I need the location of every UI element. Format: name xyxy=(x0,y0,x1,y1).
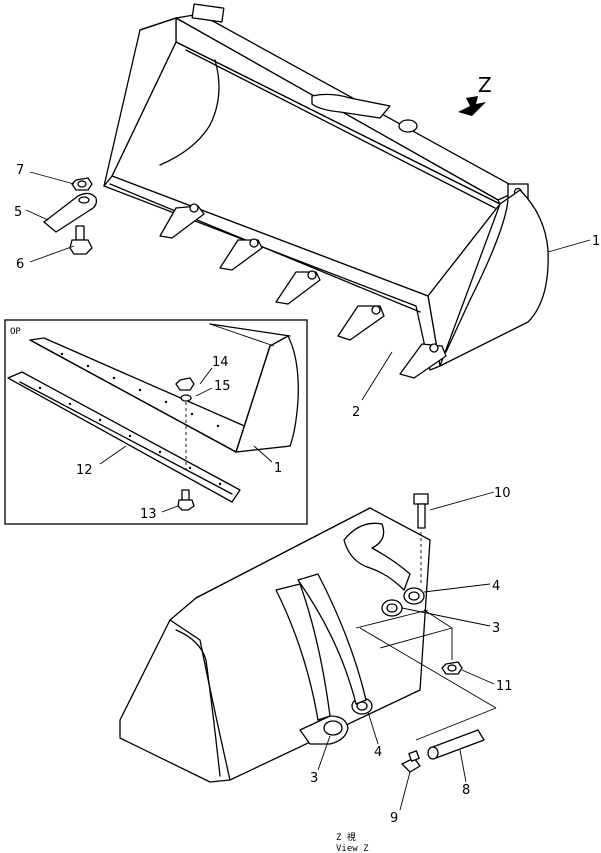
callout-15: 15 xyxy=(214,379,231,394)
bucket-tooth xyxy=(275,270,321,305)
callout-6: 6 xyxy=(16,257,24,272)
part-3-lug-top xyxy=(381,599,403,617)
part-13-bolt xyxy=(177,489,195,511)
callout-2: 2 xyxy=(352,405,360,420)
callout-3-bottom: 3 xyxy=(310,771,318,786)
part-11-nut xyxy=(441,661,463,675)
inset-bucket-side xyxy=(235,335,299,453)
callout-12: 12 xyxy=(76,463,93,478)
part-8-pin xyxy=(427,729,485,760)
callout-4-bottom: 4 xyxy=(374,745,382,760)
hanger-tab xyxy=(191,3,225,23)
part-7-nut xyxy=(71,177,93,191)
bucket-main xyxy=(103,3,549,379)
callout-11: 11 xyxy=(496,679,513,694)
part-6-bolt xyxy=(69,225,93,255)
back-bracket xyxy=(311,93,391,119)
callout-10: 10 xyxy=(494,486,511,501)
part-4-boss-top xyxy=(403,587,425,605)
callout-3-top: 3 xyxy=(492,621,500,636)
bucket-view-z xyxy=(119,493,497,783)
bucket-tooth xyxy=(159,203,205,239)
caption-line-2: View Z xyxy=(336,844,369,853)
view-z-label: Z xyxy=(478,73,492,97)
callout-9: 9 xyxy=(390,811,398,826)
part-3-lug-bottom xyxy=(299,715,349,745)
bucket-tooth xyxy=(337,305,385,341)
part-9-fitting xyxy=(401,750,421,773)
callout-14: 14 xyxy=(212,355,229,370)
part-5-adapter xyxy=(43,192,98,233)
arm-plate-right xyxy=(297,573,367,705)
bucket-right-side xyxy=(427,189,549,367)
part-12-cutting-edge xyxy=(7,371,241,503)
callout-4-top: 4 xyxy=(492,579,500,594)
part-15-washer xyxy=(180,394,192,402)
inset-op-frame: OP xyxy=(4,319,308,525)
upper-bracket xyxy=(343,522,411,591)
inset-edge-holes xyxy=(60,352,220,428)
part-10-bolt xyxy=(413,493,429,584)
callout-7: 7 xyxy=(16,163,24,178)
callout-1-main: 1 xyxy=(592,234,600,249)
callout-1-inset: 1 xyxy=(274,461,282,476)
part-14-nut xyxy=(175,377,195,391)
bucket-tooth xyxy=(399,343,447,379)
callout-13: 13 xyxy=(140,507,157,522)
callout-5: 5 xyxy=(14,205,22,220)
caption-line-1: Z 視 xyxy=(336,831,356,843)
callout-8: 8 xyxy=(462,783,470,798)
view-z-arrow: Z xyxy=(458,73,492,116)
inset-label: OP xyxy=(10,327,21,337)
bucket-tooth xyxy=(219,238,263,271)
arm-plate-left xyxy=(275,583,331,721)
